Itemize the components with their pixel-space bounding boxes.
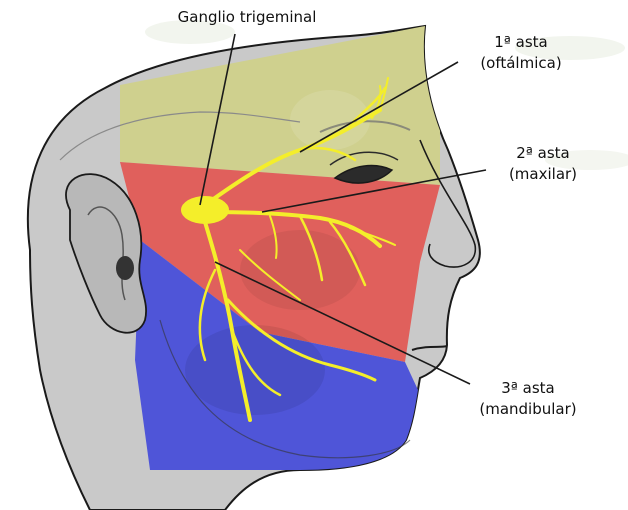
label-ganglion-text: Ganglio trigeminal bbox=[162, 7, 332, 28]
label-branch1-line1: 1ª asta bbox=[462, 32, 580, 53]
label-ganglion: Ganglio trigeminal bbox=[162, 7, 332, 28]
label-branch2-line1: 2ª asta bbox=[488, 143, 598, 164]
label-branch3-line1: 3ª asta bbox=[466, 378, 590, 399]
label-branch2: 2ª asta (maxilar) bbox=[488, 143, 598, 185]
ear-canal bbox=[116, 256, 134, 280]
label-branch1: 1ª asta (oftálmica) bbox=[462, 32, 580, 74]
label-branch2-line2: (maxilar) bbox=[488, 164, 598, 185]
label-branch3: 3ª asta (mandibular) bbox=[466, 378, 590, 420]
label-branch3-line2: (mandibular) bbox=[466, 399, 590, 420]
label-branch1-line2: (oftálmica) bbox=[462, 53, 580, 74]
